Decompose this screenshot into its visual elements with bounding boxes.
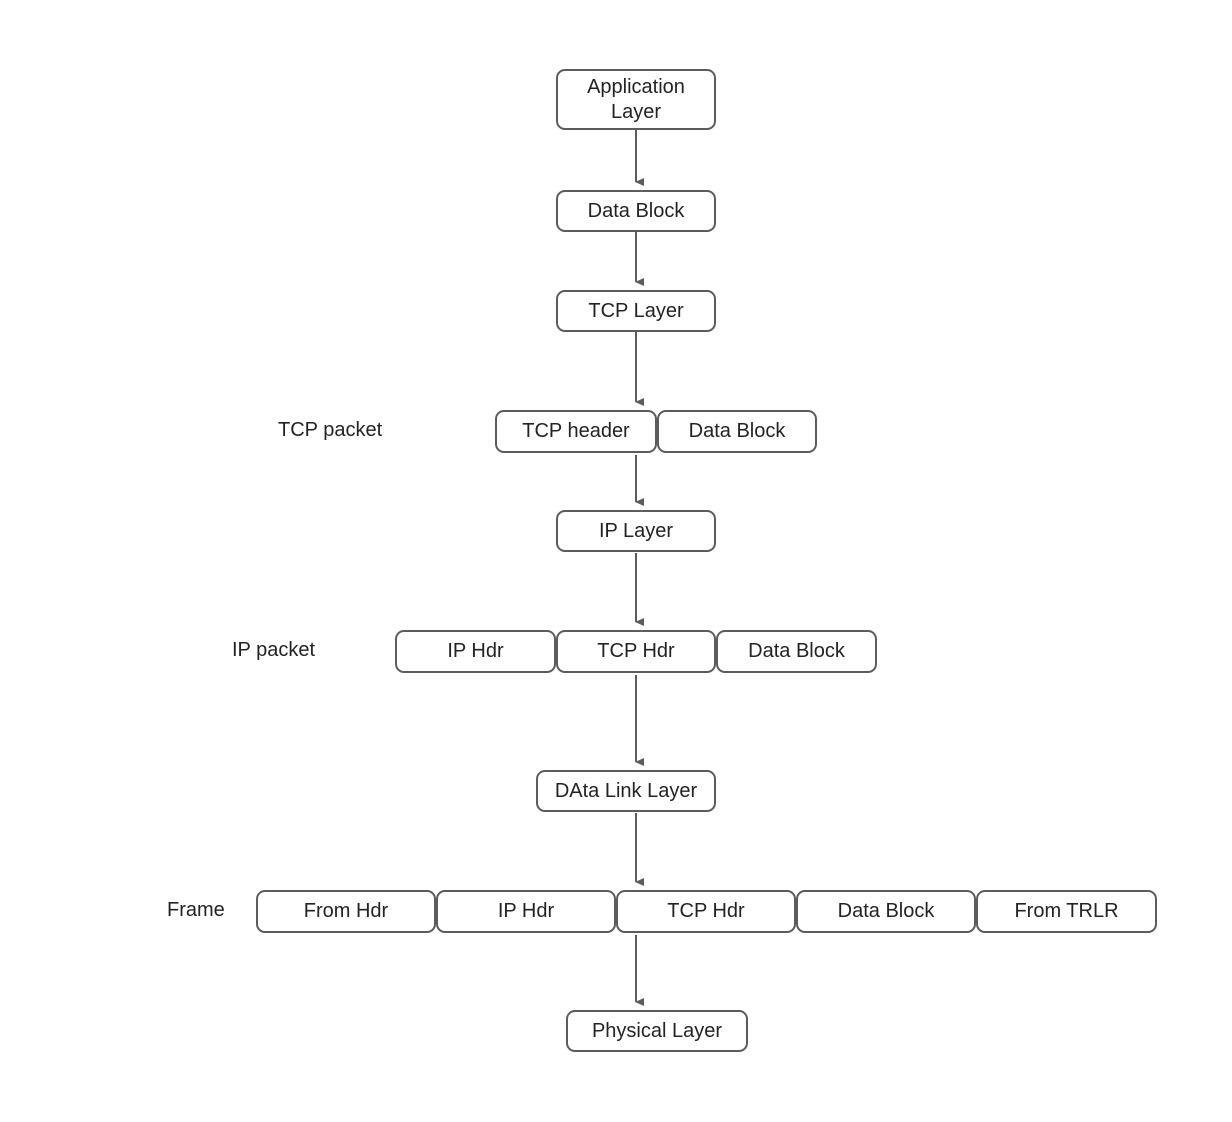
field-tcp-data-block[interactable]: Data Block [657,410,817,453]
field-label: Data Block [837,900,935,922]
field-tcp-header[interactable]: TCP header [495,410,657,453]
node-physical-layer[interactable]: Physical Layer [566,1010,748,1052]
label-ip-packet: IP packet [232,639,315,662]
field-label: IP Hdr [497,900,555,922]
node-data-link-layer[interactable]: DAta Link Layer [536,770,716,812]
field-frame-ip-hdr[interactable]: IP Hdr [436,890,616,933]
node-label: Physical Layer [591,1019,723,1042]
node-label: DAta Link Layer [554,779,698,802]
field-label: Data Block [688,420,786,442]
node-application-layer[interactable]: Application Layer [556,69,716,130]
label-text: TCP packet [278,419,383,441]
node-label: Application Layer [587,75,685,123]
field-ip-hdr[interactable]: IP Hdr [395,630,556,673]
node-label: TCP Layer [588,299,684,322]
field-frame-data-block[interactable]: Data Block [796,890,976,933]
field-label: From TRLR [1014,900,1119,922]
field-label: From Hdr [303,900,389,922]
node-ip-layer[interactable]: IP Layer [556,510,716,552]
field-ip-data-block[interactable]: Data Block [716,630,877,673]
field-label: Data Block [748,640,845,662]
label-frame: Frame [167,899,225,922]
field-label: IP Hdr [447,640,504,662]
field-ip-tcp-hdr[interactable]: TCP Hdr [556,630,716,673]
label-text: Frame [167,899,225,921]
field-label: TCP header [522,420,630,442]
node-data-block[interactable]: Data Block [556,190,716,232]
label-tcp-packet: TCP packet [278,419,382,442]
field-label: TCP Hdr [597,640,675,662]
node-tcp-layer[interactable]: TCP Layer [556,290,716,332]
label-text: IP packet [232,639,316,661]
field-frame-tcp-hdr[interactable]: TCP Hdr [616,890,796,933]
field-frame-from-hdr[interactable]: From Hdr [256,890,436,933]
node-label: Data Block [587,199,685,222]
field-frame-from-trlr[interactable]: From TRLR [976,890,1157,933]
field-label: TCP Hdr [667,900,745,922]
node-label: IP Layer [598,519,674,542]
